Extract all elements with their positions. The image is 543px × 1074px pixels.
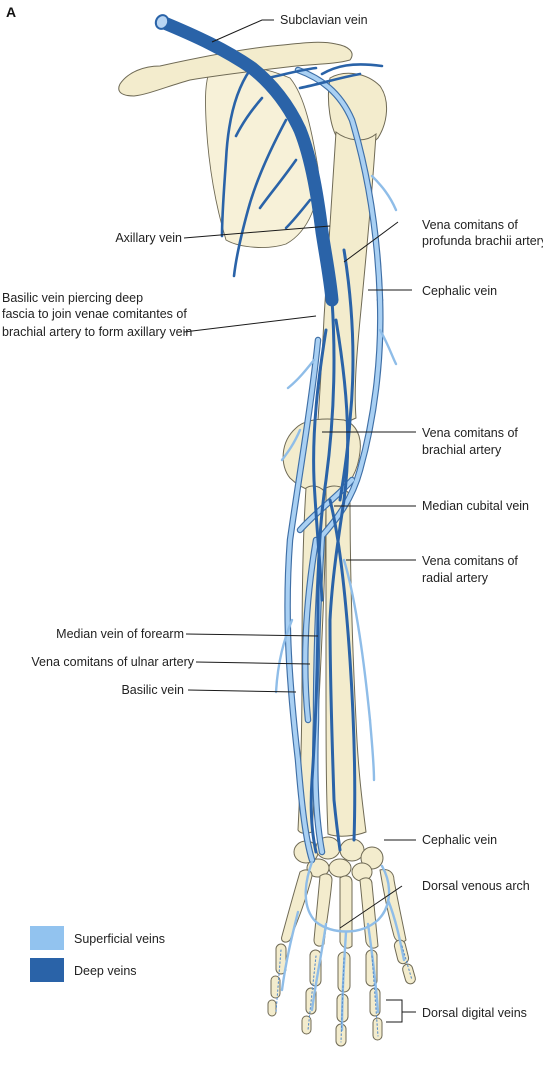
deep-veins <box>154 14 384 854</box>
legend-swatch-superficial <box>30 926 64 950</box>
label-vena-comitans-ulnar: Vena comitans of ulnar artery <box>31 655 194 669</box>
legend-label-deep: Deep veins <box>74 964 137 978</box>
leader-lines <box>183 19 416 1023</box>
label-cephalic-vein-upper: Cephalic vein <box>422 284 497 298</box>
superficial-veins <box>274 66 413 1043</box>
legend: Superficial veins Deep veins <box>30 926 165 982</box>
label-basilic-piercing-2: fascia to join venae comitantes of <box>2 307 187 321</box>
label-subclavian-vein: Subclavian vein <box>280 13 368 27</box>
figure-label: A <box>6 4 16 20</box>
label-basilic-vein: Basilic vein <box>121 683 184 697</box>
legend-swatch-deep <box>30 958 64 982</box>
clavicle <box>118 41 353 97</box>
label-cephalic-vein-lower: Cephalic vein <box>422 833 497 847</box>
metacarpals <box>281 869 407 949</box>
legend-label-superficial: Superficial veins <box>74 932 165 946</box>
label-vena-comitans-brachial-1: Vena comitans of <box>422 426 518 440</box>
label-median-cubital-vein: Median cubital vein <box>422 499 529 513</box>
label-vena-comitans-brachial-2: brachial artery <box>422 443 502 457</box>
radius <box>325 485 367 837</box>
labels: Subclavian vein Axillary vein Vena comit… <box>2 13 543 1020</box>
label-basilic-piercing-1: Basilic vein piercing deep <box>2 291 143 305</box>
label-vena-comitans-radial-1: Vena comitans of <box>422 554 518 568</box>
label-axillary-vein: Axillary vein <box>115 231 182 245</box>
label-dorsal-venous-arch: Dorsal venous arch <box>422 879 530 893</box>
label-vena-comitans-profunda-2: profunda brachii artery <box>422 234 543 248</box>
humeral-head <box>327 72 387 148</box>
label-basilic-piercing-3: brachial artery to form axillary vein <box>2 325 192 339</box>
label-median-vein-forearm: Median vein of forearm <box>56 627 184 641</box>
label-vena-comitans-radial-2: radial artery <box>422 571 489 585</box>
label-dorsal-digital-veins: Dorsal digital veins <box>422 1006 527 1020</box>
label-vena-comitans-profunda-1: Vena comitans of <box>422 218 518 232</box>
subclavian-vein-shape <box>155 15 339 307</box>
phalanges <box>267 939 416 1047</box>
